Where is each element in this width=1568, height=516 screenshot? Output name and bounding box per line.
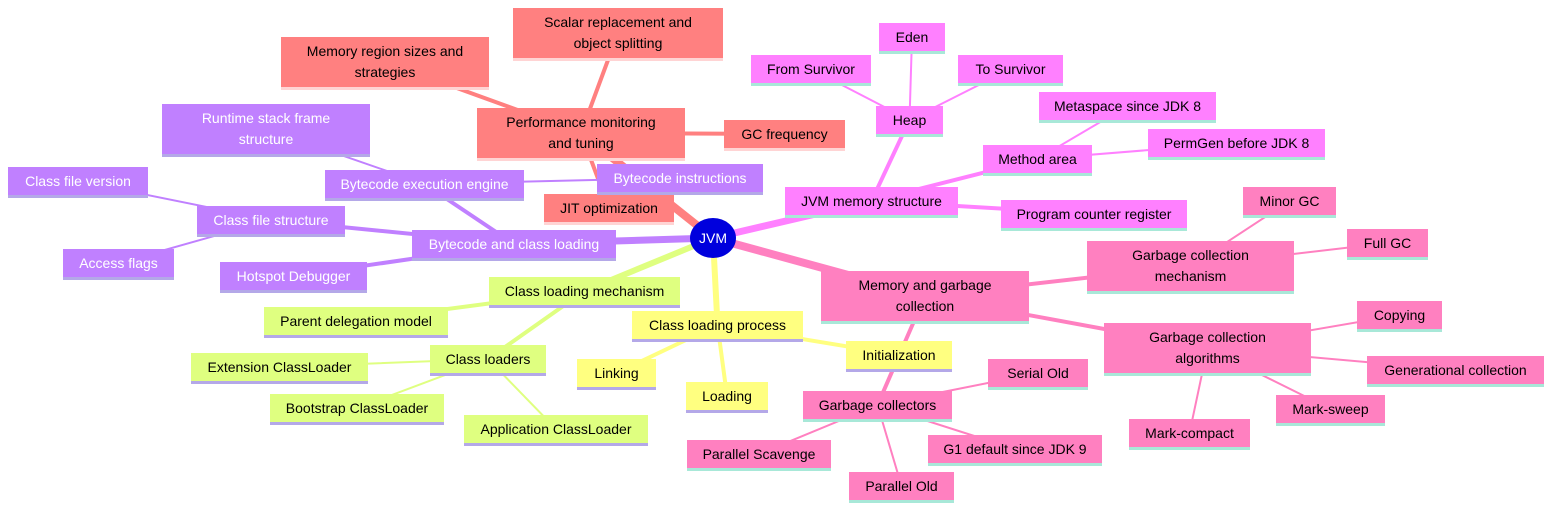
node-collectors[interactable]: Garbage collectors: [803, 391, 952, 419]
node-linking[interactable]: Linking: [577, 359, 656, 387]
node-accessflags[interactable]: Access flags: [63, 249, 174, 277]
node-minorgc[interactable]: Minor GC: [1243, 187, 1336, 215]
node-classfile[interactable]: Class file structure: [197, 206, 345, 234]
node-scalar[interactable]: Scalar replacement and object splitting: [513, 8, 723, 58]
node-stackframe[interactable]: Runtime stack frame structure: [162, 104, 370, 154]
node-marksweep[interactable]: Mark-sweep: [1276, 395, 1385, 423]
node-g1[interactable]: G1 default since JDK 9: [928, 435, 1102, 463]
node-gcalgo[interactable]: Garbage collection algorithms: [1104, 323, 1311, 373]
node-gcmech[interactable]: Garbage collection mechanism: [1087, 241, 1294, 291]
node-parold[interactable]: Parallel Old: [849, 472, 954, 500]
node-clmech[interactable]: Class loading mechanism: [489, 277, 680, 305]
node-memgc[interactable]: Memory and garbage collection: [821, 271, 1029, 321]
node-permgen[interactable]: PermGen before JDK 8: [1148, 129, 1325, 157]
node-fullgc[interactable]: Full GC: [1347, 229, 1428, 257]
node-hsdb[interactable]: Hotspot Debugger: [220, 262, 367, 290]
node-clproc[interactable]: Class loading process: [632, 311, 803, 339]
node-bytecode[interactable]: Bytecode and class loading: [412, 230, 616, 258]
node-tosurv[interactable]: To Survivor: [958, 55, 1063, 83]
node-fromsurv[interactable]: From Survivor: [751, 55, 871, 83]
node-init[interactable]: Initialization: [846, 341, 952, 369]
node-root[interactable]: JVM: [690, 218, 736, 258]
node-parscav[interactable]: Parallel Scavenge: [687, 440, 831, 468]
node-classloaders[interactable]: Class loaders: [430, 345, 546, 373]
node-memsizes[interactable]: Memory region sizes and strategies: [281, 37, 489, 87]
node-bcinstr[interactable]: Bytecode instructions: [597, 164, 763, 192]
node-markcompact[interactable]: Mark-compact: [1129, 419, 1250, 447]
node-jit[interactable]: JIT optimization: [544, 194, 674, 222]
node-serialold[interactable]: Serial Old: [988, 359, 1088, 387]
node-execengine[interactable]: Bytecode execution engine: [325, 170, 524, 198]
node-gcfreq[interactable]: GC frequency: [724, 120, 845, 148]
node-generational[interactable]: Generational collection: [1367, 356, 1544, 384]
node-appcl[interactable]: Application ClassLoader: [464, 415, 648, 443]
node-parentdel[interactable]: Parent delegation model: [264, 307, 448, 335]
node-eden[interactable]: Eden: [879, 23, 945, 51]
node-copying[interactable]: Copying: [1357, 301, 1442, 329]
node-cfversion[interactable]: Class file version: [8, 167, 148, 195]
node-perf[interactable]: Performance monitoring and tuning: [477, 108, 685, 158]
node-pcreg[interactable]: Program counter register: [1001, 200, 1187, 228]
node-metaspace[interactable]: Metaspace since JDK 8: [1039, 92, 1216, 120]
node-loading[interactable]: Loading: [686, 382, 768, 410]
node-heap[interactable]: Heap: [876, 106, 943, 134]
node-methodarea[interactable]: Method area: [983, 145, 1092, 173]
node-jvmmem[interactable]: JVM memory structure: [785, 187, 958, 215]
node-extcl[interactable]: Extension ClassLoader: [191, 353, 368, 381]
node-bootcl[interactable]: Bootstrap ClassLoader: [270, 394, 444, 422]
